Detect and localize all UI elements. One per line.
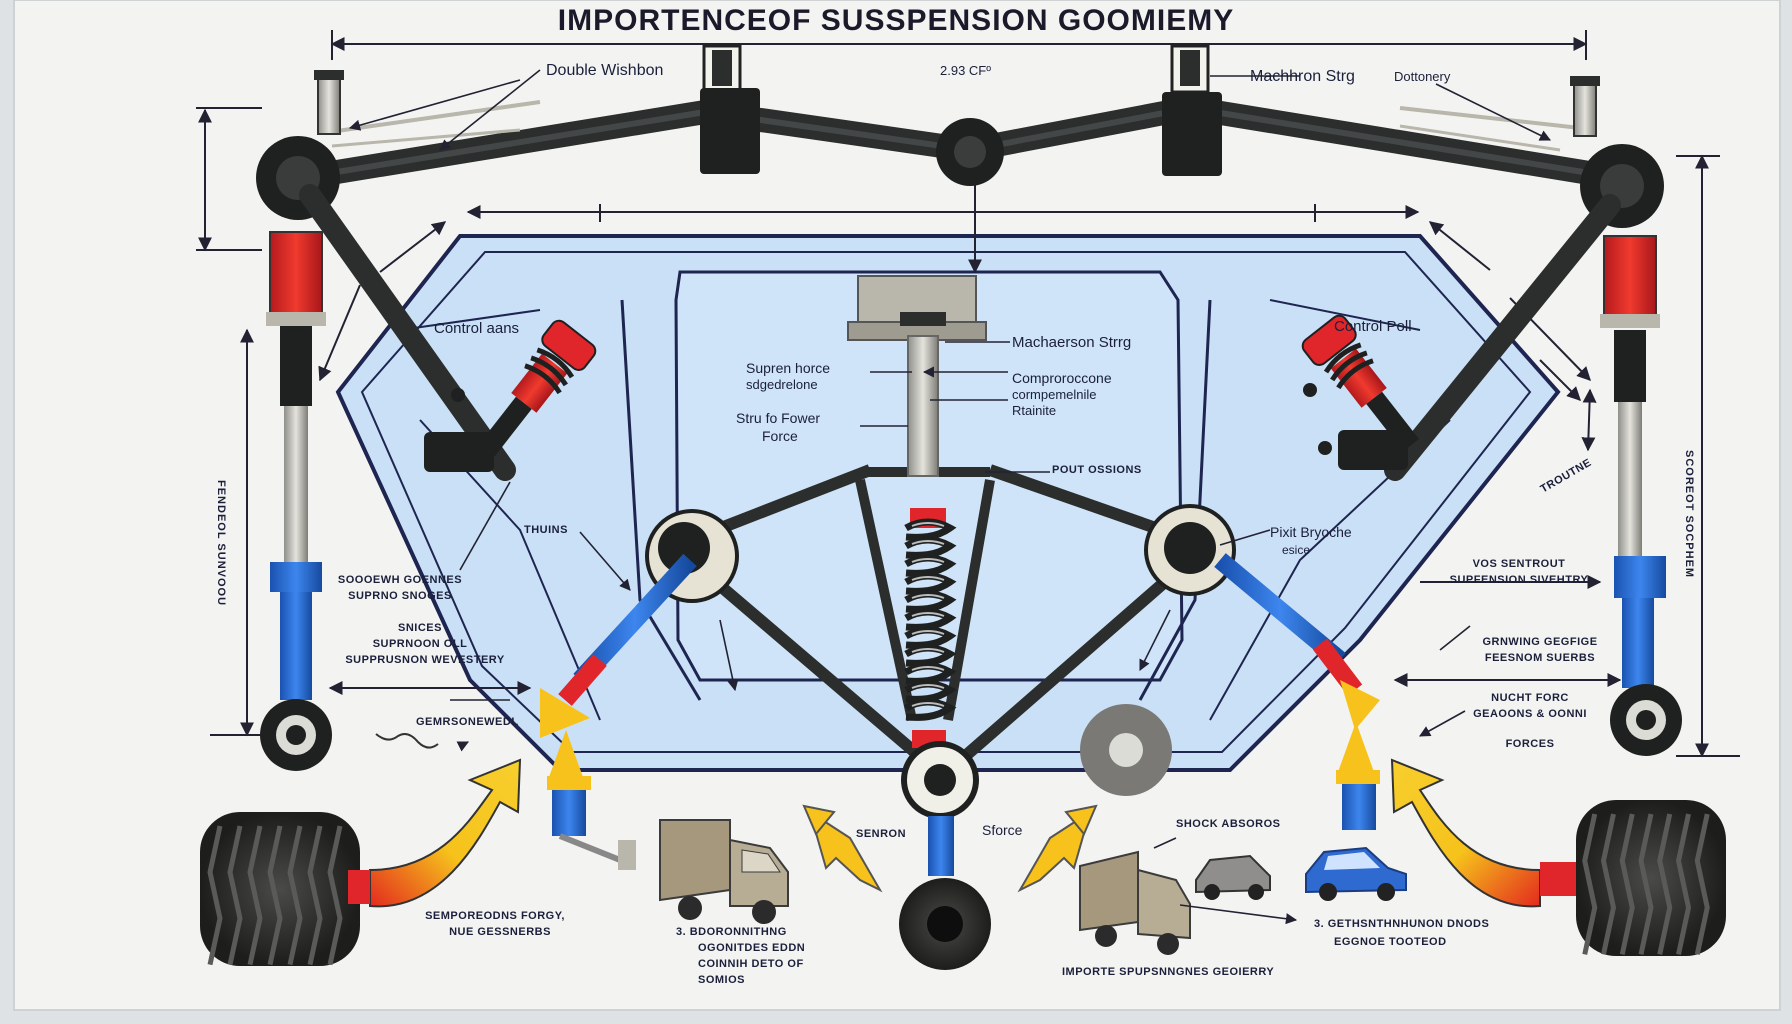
wheel-icon <box>200 800 1726 966</box>
label-compression: Comproroccone <box>1012 370 1112 386</box>
macpherson-strut <box>847 275 987 477</box>
label-strut-tower: Stru fo Fower <box>736 410 821 426</box>
note-3-line2: OGONITDES EDDN <box>698 942 806 954</box>
hub-bushings <box>645 504 1236 796</box>
label-cormpemelnile: cormpemelnile <box>1012 387 1097 402</box>
label-supfension-sivehtry: SUPFENSION SIVEHTRY <box>1449 574 1589 586</box>
bottom-caption: IMPORTE SPUPSNNGNES GEOIERRY <box>1062 966 1275 978</box>
side-dampers <box>260 231 1682 771</box>
right-vertical-label: SCOREOT SOCPHEM <box>1683 450 1695 579</box>
truck-icon <box>659 819 1191 955</box>
lower-center-mount <box>899 741 991 970</box>
label-supren-horce: Supren horce <box>746 360 831 376</box>
label-thuins: THUINS <box>524 524 568 536</box>
note-3b-line1: 3. GETHSNTHNHUNON DNODS <box>1314 918 1490 930</box>
label-suprno-snoges: SUPRNO SNOGES <box>348 590 452 602</box>
label-pixit-bryoche: Pixit Bryoche <box>1270 524 1352 540</box>
curved-arrow-icon <box>369 758 1541 908</box>
note-3b-line2: EGGNOE TOOTEOD <box>1334 936 1447 948</box>
label-rtainite: Rtainite <box>1012 403 1057 418</box>
label-semporeodns-forgy: SEMPOREODNS FORGY, <box>425 910 565 922</box>
note-3-line1: 3. BDORONNITHNG <box>676 926 787 938</box>
label-nue-gessnerbs: NUE GESSNERBS <box>449 926 551 938</box>
label-vos-sentrout: VOS SENTROUT <box>1472 558 1566 570</box>
frame-mounts <box>700 44 1222 186</box>
label-macpherson-strut: Machaerson Strrg <box>1012 334 1132 351</box>
car-icon <box>1195 846 1407 901</box>
force-indicators <box>547 722 1380 870</box>
shock-absorber-icon <box>424 314 1419 472</box>
leader-lines <box>348 69 1552 925</box>
label-shock-absorbers: SHOCK ABSOROS <box>1176 818 1281 830</box>
note-3-line3: COINNIH DETO OF <box>698 958 804 970</box>
label-control-arms: Control aans <box>434 320 520 337</box>
left-vertical-label: FENDEOL SUNVOOU <box>215 480 227 607</box>
note-3-line4: SOMIOS <box>698 974 746 986</box>
page-title: IMPORTENCEOF SUSSPENSION GOOMIEMY <box>557 4 1235 37</box>
label-feesnom-suerbs: FEESNOM SUERBS <box>1484 652 1596 664</box>
label-control-poll: Control Poll <box>1334 318 1412 335</box>
label-sforce: Sforce <box>982 822 1023 838</box>
coil-spring-icon <box>904 508 957 748</box>
label-forces: FORCES <box>1505 738 1555 750</box>
label-geaoons-oonni: GEAOONS & OONNI <box>1473 708 1587 720</box>
lower-links <box>540 553 1380 738</box>
label-dottonery: Dottonery <box>1394 69 1451 84</box>
top-strut-mounts <box>314 70 1600 137</box>
chassis-frame <box>335 234 1561 772</box>
squiggle-mark <box>375 733 439 749</box>
label-supprusnon-wevestery: SUPPRUSNON WEVESTERY <box>345 654 505 666</box>
label-double-wishbone: Double Wishbon <box>546 62 664 79</box>
label-top-value: 2.93 CFº <box>940 63 991 78</box>
label-pout-ossions: POUT OSSIONS <box>1052 464 1142 476</box>
label-soooewh-goennes: SOOOEWH GOENNES <box>337 574 463 586</box>
label-grnwing-gegfige: GRNWING GEGFIGE <box>1482 636 1598 648</box>
label-sdgedrelone: sdgedrelone <box>746 377 818 392</box>
label-nucht-forc: NUCHT FORC <box>1491 692 1569 704</box>
label-gemrsonewedl: GEMRSONEWEDL <box>416 716 519 728</box>
label-macpherson-top: Machhron Strg <box>1250 68 1355 85</box>
dimension-lines <box>196 30 1740 758</box>
label-force: Force <box>762 428 798 444</box>
label-suprnoon-oll: SUPRNOON OLL <box>372 638 468 650</box>
label-esice: esice <box>1282 543 1311 557</box>
label-senron: SENRON <box>856 828 907 840</box>
label-snices: SNICES <box>398 622 442 634</box>
